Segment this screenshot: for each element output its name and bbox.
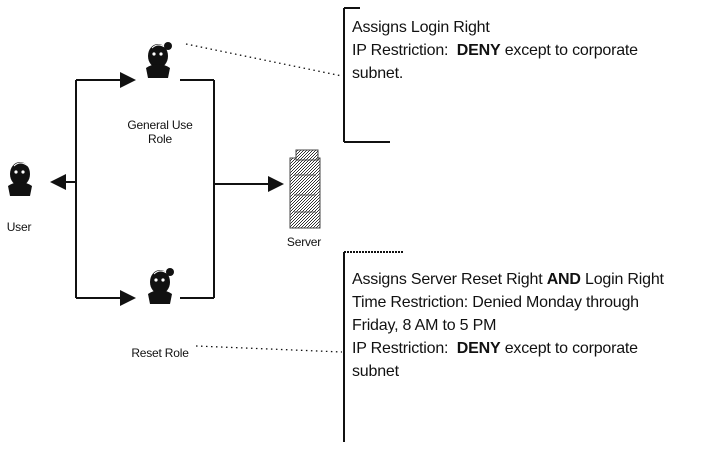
note-top-line1: Assigns Login Right — [352, 19, 490, 36]
note-bottom-line3: Friday, 8 AM to 5 PM — [352, 317, 497, 334]
note-top-line2: IP Restriction: DENY except to corporate — [352, 39, 638, 62]
note-bottom: Assigns Server Reset Right AND Login Rig… — [352, 268, 664, 383]
dotted-leader-top — [185, 43, 343, 77]
note-bottom-line1-bold: AND — [546, 271, 581, 288]
note-top: Assigns Login Right IP Restriction: DENY… — [352, 16, 638, 85]
connector-lines — [50, 72, 284, 306]
label-general-role-line1: General Use — [127, 118, 193, 132]
note-bottom-line5: subnet — [352, 363, 399, 380]
person-icon-general-role — [145, 42, 172, 79]
note-top-line2-bold: DENY — [456, 42, 501, 59]
note-bottom-line4: IP Restriction: DENY except to corporate — [352, 337, 664, 360]
note-bottom-line4-prefix: IP Restriction: — [352, 340, 457, 357]
note-top-line2-prefix: IP Restriction: — [352, 42, 457, 59]
dotted-leader-bottom — [195, 345, 343, 353]
note-bottom-bracket — [343, 251, 404, 442]
server-icon — [289, 149, 321, 229]
note-bottom-line1-suffix: Login Right — [580, 271, 664, 288]
note-bottom-line4-suffix: except to corporate — [500, 340, 638, 357]
label-reset-role: Reset Role — [131, 346, 189, 360]
person-icon-user — [7, 161, 33, 197]
note-bottom-line1-prefix: Assigns Server Reset Right — [352, 271, 547, 288]
note-bottom-line2: Time Restriction: Denied Monday through — [352, 294, 639, 311]
person-icon-reset-role — [147, 268, 174, 305]
note-top-line2-suffix: except to corporate — [500, 42, 638, 59]
note-top-line3: subnet. — [352, 65, 404, 82]
label-general-role: General Use Role — [120, 118, 200, 146]
label-general-role-line2: Role — [148, 132, 172, 146]
note-top-bracket — [343, 7, 390, 143]
label-server: Server — [286, 235, 322, 249]
note-bottom-line1: Assigns Server Reset Right AND Login Rig… — [352, 268, 664, 291]
label-user: User — [6, 220, 32, 234]
note-bottom-line4-bold: DENY — [456, 340, 501, 357]
